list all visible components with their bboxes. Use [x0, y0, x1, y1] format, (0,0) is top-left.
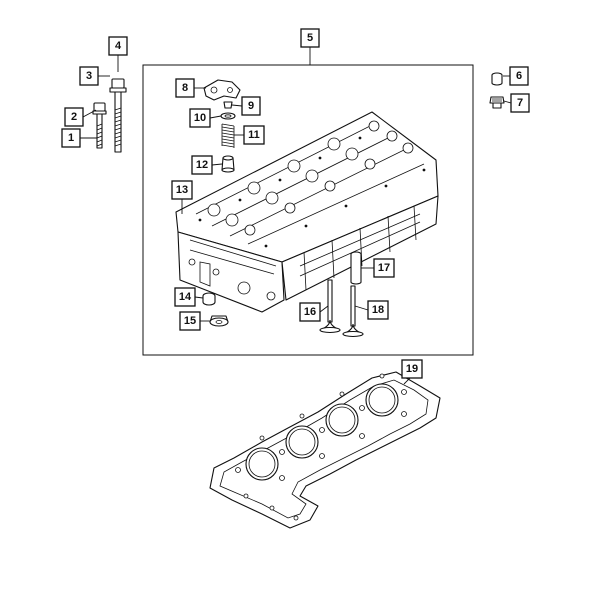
valve-guide [350, 251, 362, 285]
callout-3: 3 [79, 66, 99, 86]
valve-stem-seal [221, 155, 235, 173]
callout-8: 8 [175, 78, 195, 98]
callout-17: 17 [373, 258, 395, 278]
cylinder-head [175, 111, 439, 313]
callout-label: 16 [304, 306, 316, 318]
sensor-plug [489, 96, 505, 109]
exhaust-valve [342, 285, 364, 338]
callout-18: 18 [367, 300, 389, 320]
callout-5: 5 [300, 28, 320, 48]
head-bolt-long [109, 78, 127, 153]
plug-large [209, 315, 229, 327]
callout-15: 15 [179, 311, 201, 331]
callout-6: 6 [509, 66, 529, 86]
callout-13: 13 [171, 180, 193, 200]
callout-10: 10 [189, 108, 211, 128]
assembly-frame [142, 64, 474, 356]
callout-16: 16 [299, 302, 321, 322]
callout-7: 7 [510, 93, 530, 113]
callout-label: 7 [517, 97, 523, 109]
dowel-sleeve [491, 72, 503, 86]
spring-retainer [220, 112, 236, 120]
rocker-arm [203, 79, 241, 101]
callout-2: 2 [64, 107, 84, 127]
callout-label: 15 [184, 315, 196, 327]
callout-label: 17 [378, 262, 390, 274]
callout-12: 12 [191, 155, 213, 175]
callout-label: 6 [516, 70, 522, 82]
callout-14: 14 [174, 287, 196, 307]
callout-label: 10 [194, 112, 206, 124]
callout-label: 5 [307, 32, 313, 44]
callout-1: 1 [61, 128, 81, 148]
callout-label: 19 [406, 363, 418, 375]
plug-small [202, 292, 216, 306]
callout-label: 14 [179, 291, 192, 303]
head-gasket [209, 371, 441, 529]
callout-label: 12 [196, 159, 208, 171]
callout-11: 11 [243, 125, 265, 145]
head-bolt-short [92, 102, 107, 149]
callout-label: 3 [86, 70, 92, 82]
callout-4: 4 [108, 36, 128, 56]
callout-19: 19 [401, 359, 423, 379]
callout-label: 9 [248, 100, 254, 112]
leader-lines [80, 47, 512, 385]
valve-keeper [223, 101, 233, 109]
callout-label: 13 [176, 184, 188, 196]
intake-valve [319, 279, 341, 334]
callout-label: 2 [71, 111, 77, 123]
callout-label: 1 [68, 132, 74, 144]
callout-label: 4 [115, 40, 122, 52]
callout-label: 18 [372, 304, 384, 316]
callout-label: 11 [248, 129, 260, 141]
callout-9: 9 [241, 96, 261, 116]
callout-label: 8 [182, 82, 188, 94]
valve-spring [221, 123, 235, 148]
